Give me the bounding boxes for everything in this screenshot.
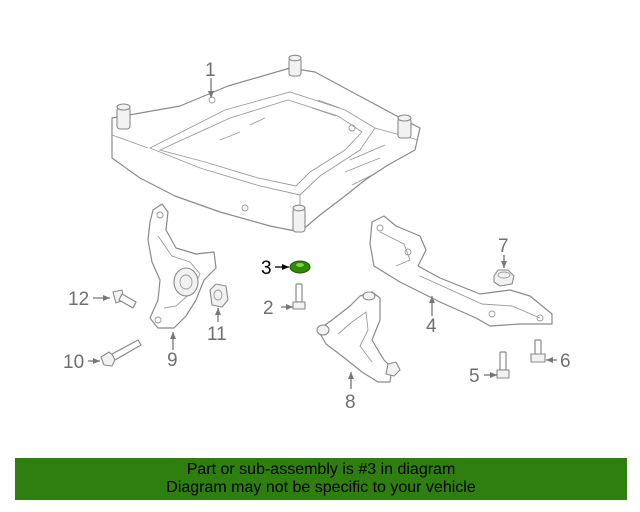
callout-label-4: 4 <box>426 316 437 337</box>
info-banner: Part or sub-assembly is #3 in diagram Di… <box>15 458 627 500</box>
member-stay <box>369 215 553 327</box>
bushing-part-7 <box>493 269 515 287</box>
callout-label-8: 8 <box>345 392 356 413</box>
callout-label-9: 9 <box>167 350 178 371</box>
bolt-part-10 <box>100 339 142 367</box>
banner-line-2: Diagram may not be specific to your vehi… <box>166 479 476 496</box>
leader-lines <box>88 78 557 389</box>
steering-knuckle <box>147 203 217 329</box>
bolt-part-6 <box>530 339 546 363</box>
callout-label-6: 6 <box>560 351 571 372</box>
callout-label-7: 7 <box>498 236 509 257</box>
callout-label-5: 5 <box>469 366 480 387</box>
highlighted-part-3-bushing <box>289 260 311 274</box>
callout-label-1: 1 <box>205 60 216 81</box>
bolt-part-12 <box>112 289 137 309</box>
bolt-part-2 <box>292 283 306 310</box>
callout-label-2: 2 <box>263 298 274 319</box>
bolt-part-5 <box>496 351 510 379</box>
parts-diagram: 1 2 3 4 5 6 7 8 9 10 11 12 <box>63 54 571 413</box>
banner-line-1: Part or sub-assembly is #3 in diagram <box>186 461 456 478</box>
lower-control-arm <box>316 291 401 383</box>
callout-label-10: 10 <box>63 352 84 373</box>
callout-label-11: 11 <box>207 324 227 345</box>
subframe-crossmember <box>111 54 421 233</box>
bushing-part-11 <box>209 283 229 308</box>
callout-label-3: 3 <box>261 258 272 279</box>
callout-label-12: 12 <box>68 289 89 310</box>
